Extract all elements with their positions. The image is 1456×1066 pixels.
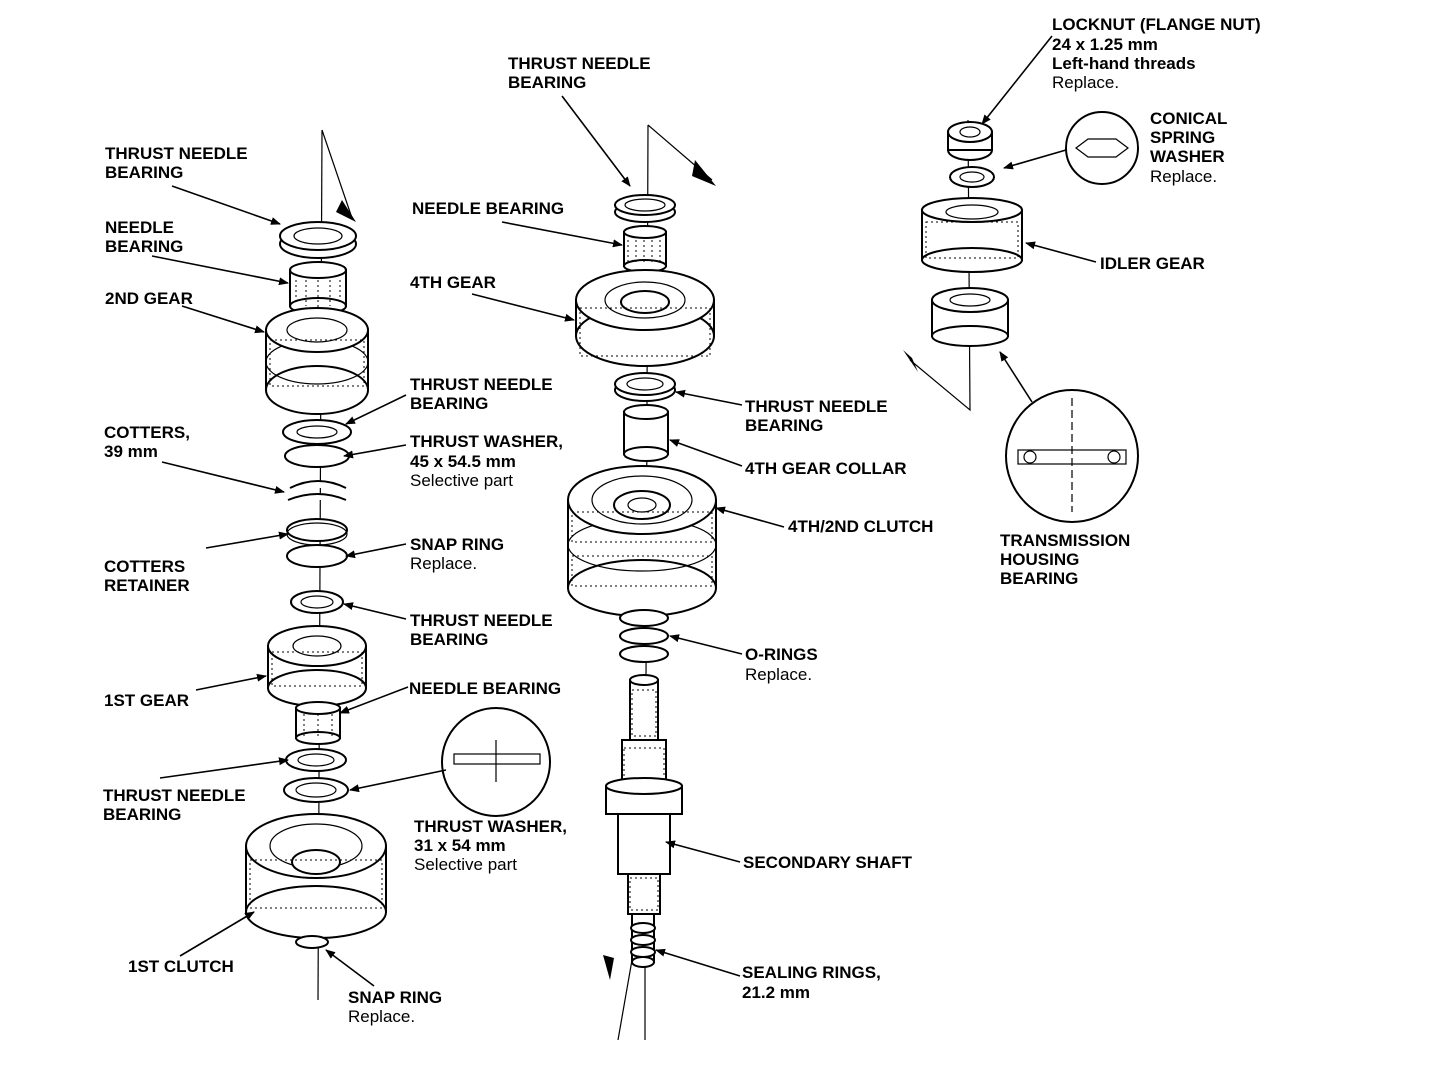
snap-ring-1-note: Replace. [410,554,477,573]
cotters-part [287,480,347,501]
left-thrust-4-label-2: BEARING [103,805,181,824]
secondary-shaft-part [605,674,683,915]
fourth-gear-collar-part [623,404,669,462]
locknut-size-label: 24 x 1.25 mm [1052,35,1158,54]
left-thrust-2-label-1: THRUST NEEDLE [410,375,553,394]
snap-ring-2-part [295,935,329,949]
left-thrust-2-label-2: BEARING [410,394,488,413]
left-thrust-4-label-1: THRUST NEEDLE [103,786,246,805]
conical-washer-label-2: SPRING [1150,128,1215,147]
center-thrust-top-label-1: THRUST NEEDLE [508,54,651,73]
idler-gear-part [921,197,1023,273]
left-thrust-top-label-2: BEARING [105,163,183,182]
thrust-washer-45-note: Selective part [410,471,513,490]
idler-gear-label: IDLER GEAR [1100,254,1205,273]
second-gear-part [265,307,369,415]
orings-note: Replace. [745,665,812,684]
first-clutch-label: 1ST CLUTCH [128,957,234,976]
thrust-washer-31-detail-inset [441,707,551,817]
center-thrust-needle-bearing-mid-part [614,372,676,402]
center-thrust-needle-bearing-top-part [614,194,676,223]
thrust-washer-31-part [283,777,349,803]
left-thrust-needle-bearing-3-part [290,590,344,614]
sealing-rings-part [630,913,656,968]
sealing-rings-label-1: SEALING RINGS, [742,963,881,982]
thrust-washer-31-note: Selective part [414,855,517,874]
housing-bearing-label-1: TRANSMISSION [1000,531,1130,550]
thrust-washer-45-label-2: 45 x 54.5 mm [410,452,516,471]
second-gear-label: 2ND GEAR [105,289,193,308]
locknut-note: Replace. [1052,73,1119,92]
sealing-rings-label-2: 21.2 mm [742,983,810,1002]
housing-bearing-label-2: HOUSING [1000,550,1079,569]
left-thrust-top-label-1: THRUST NEEDLE [105,144,248,163]
locknut-thread-label: Left-hand threads [1052,54,1196,73]
cotters-retainer-part [286,518,348,546]
center-thrust-mid-label-1: THRUST NEEDLE [745,397,888,416]
left-needle-2-label: NEEDLE BEARING [409,679,561,698]
left-needle-bearing-2-part [295,701,341,745]
housing-bearing-part [931,287,1009,347]
secondary-shaft-label: SECONDARY SHAFT [743,853,913,872]
thrust-washer-31-label-2: 31 x 54 mm [414,836,506,855]
left-needle-top-label-2: BEARING [105,237,183,256]
snap-ring-1-part [286,544,348,568]
conical-washer-note: Replace. [1150,167,1217,186]
left-thrust-needle-bearing-2-part [282,419,352,445]
clutch-4th-2nd-part [567,465,717,617]
housing-bearing-label-3: BEARING [1000,569,1078,588]
orings-label: O-RINGS [745,645,818,664]
leader-lines [151,35,1097,987]
conical-washer-label-3: WASHER [1150,147,1225,166]
conical-washer-detail-inset [1065,111,1139,185]
center-thrust-mid-label-2: BEARING [745,416,823,435]
snap-ring-2-note: Replace. [348,1007,415,1026]
first-gear-label: 1ST GEAR [104,691,189,710]
fourth-gear-label: 4TH GEAR [410,273,496,292]
locknut-part [947,121,993,161]
left-thrust-needle-bearing-top-part [279,221,357,259]
center-needle-bearing-part [623,225,667,273]
clutch-42-label: 4TH/2ND CLUTCH [788,517,933,536]
thrust-washer-45-label-1: THRUST WASHER, [410,432,563,451]
cotters-retainer-label-1: COTTERS [104,557,185,576]
cotters-label-1: COTTERS, [104,423,190,442]
fourth-collar-label: 4TH GEAR COLLAR [745,459,907,478]
left-needle-bearing-top-part [289,261,347,315]
snap-ring-2-label: SNAP RING [348,988,442,1007]
housing-bearing-detail-inset [1005,389,1139,523]
left-thrust-3-label-1: THRUST NEEDLE [410,611,553,630]
left-thrust-3-label-2: BEARING [410,630,488,649]
cotters-retainer-label-2: RETAINER [104,576,190,595]
left-thrust-needle-bearing-4-part [285,748,347,772]
first-gear-part [267,625,367,707]
thrust-washer-45-part [284,444,350,468]
first-clutch-part [245,813,387,939]
thrust-washer-31-label-1: THRUST WASHER, [414,817,567,836]
center-thrust-top-label-2: BEARING [508,73,586,92]
cotters-label-2: 39 mm [104,442,158,461]
locknut-label: LOCKNUT (FLANGE NUT) [1052,15,1261,34]
center-needle-label: NEEDLE BEARING [412,199,564,218]
o-rings-part [619,609,669,663]
conical-washer-label-1: CONICAL [1150,109,1227,128]
conical-spring-washer-part [949,166,995,188]
snap-ring-1-label: SNAP RING [410,535,504,554]
fourth-gear-part [575,269,715,367]
left-needle-top-label-1: NEEDLE [105,218,174,237]
